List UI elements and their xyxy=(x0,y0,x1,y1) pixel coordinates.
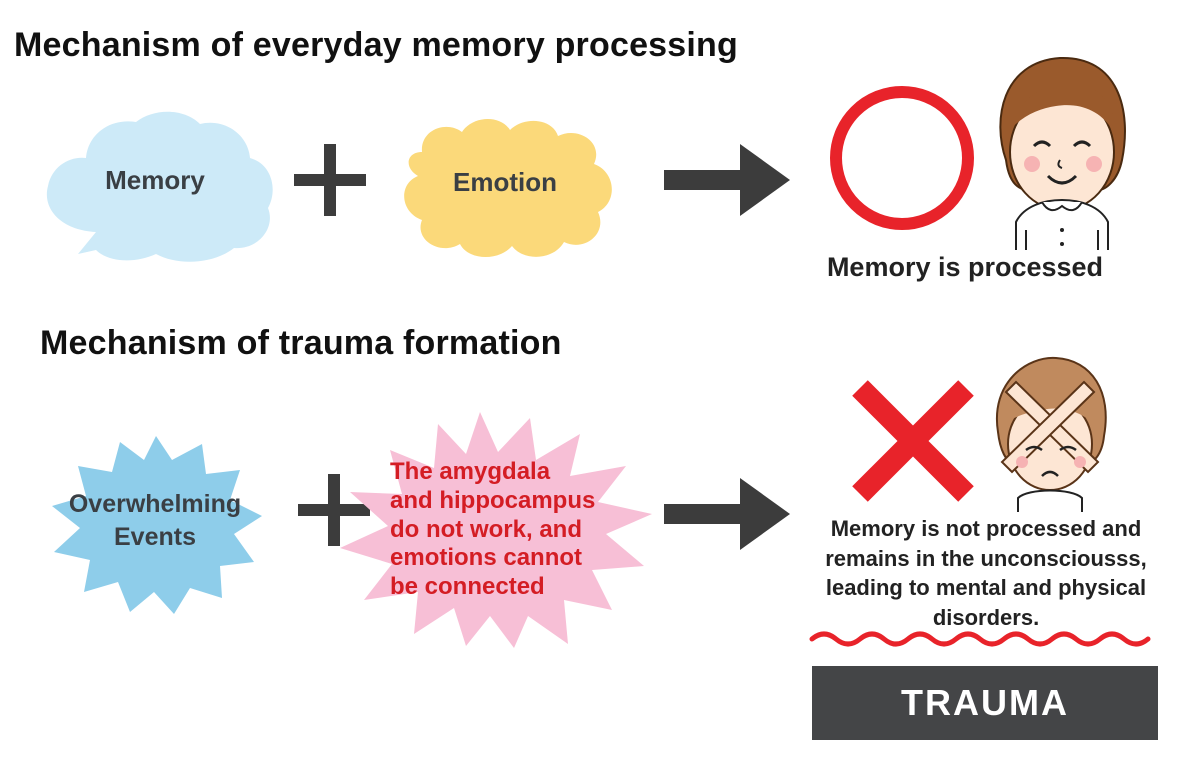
trauma-result-line-2: remains in the unconsciousss, xyxy=(825,545,1147,571)
burst-line-5: be connected xyxy=(390,573,545,601)
emotion-cloud xyxy=(404,118,612,258)
burst-line-4: emotions cannot xyxy=(390,544,583,572)
everyday-result-caption: Memory is processed xyxy=(826,252,1104,282)
trauma-bar: TRAUMA xyxy=(812,666,1158,740)
memory-cloud xyxy=(46,111,273,262)
memory-label: Memory xyxy=(105,164,205,195)
burst-line-3: do not work, and xyxy=(390,515,582,543)
emotion-label: Emotion xyxy=(453,166,557,197)
wavy-underline xyxy=(809,631,1151,647)
arrow-right-icon xyxy=(664,144,790,216)
circle-icon xyxy=(830,86,974,230)
trauma-result-line-4: disorders. xyxy=(932,605,1040,631)
events-burst xyxy=(52,436,262,614)
trauma-result-line-1: Memory is not processed and xyxy=(830,516,1142,541)
burst-line-2: and hippocampus xyxy=(390,486,596,514)
trauma-heading: Mechanism of trauma formation xyxy=(40,324,562,362)
trauma-result-line-3: leading to mental and physical xyxy=(825,575,1147,601)
trauma-result-caption: Memory is not processed and remains in t… xyxy=(808,514,1164,633)
happy-woman-icon xyxy=(999,56,1126,250)
events-label: Overwhelming Events xyxy=(50,488,260,553)
everyday-heading: Mechanism of everyday memory processing xyxy=(14,26,738,64)
distressed-woman-icon xyxy=(995,356,1107,512)
burst-line-1: The amygdala xyxy=(390,458,551,485)
pink-burst xyxy=(340,412,652,648)
events-label-line1: Overwhelming xyxy=(68,490,242,518)
plus-icon xyxy=(298,474,370,546)
plus-icon xyxy=(294,144,366,216)
arrow-right-icon xyxy=(664,478,790,550)
cross-icon xyxy=(852,380,974,502)
events-label-line2: Events xyxy=(114,522,196,551)
burst-text: The amygdala and hippocampus do not work… xyxy=(390,458,660,602)
